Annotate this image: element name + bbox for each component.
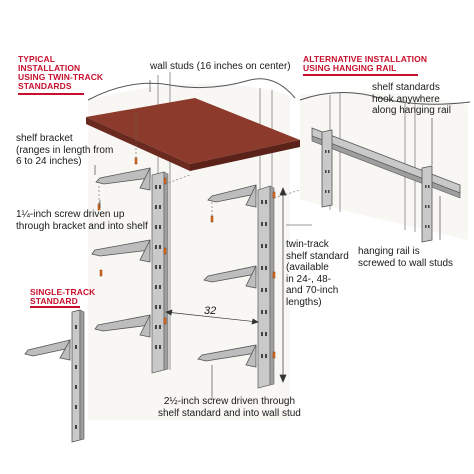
length-dimension [279,187,287,383]
single-track-standard [24,309,85,443]
typical-installation-header: TYPICAL INSTALLATION USING TWIN-TRACK ST… [18,54,104,91]
left-standard [151,171,169,374]
right-standard [257,185,275,389]
screw-guides [98,110,301,216]
label-leaders [94,80,312,400]
single-track-header-rule [30,306,80,308]
shelf-standards-hook-label: shelf standards hook anywhere along hang… [372,82,451,116]
alt-wall-top-edge [299,92,471,105]
alternative-header-rule [303,74,418,76]
screw-upper-label: 1¼-inch screw driven up through bracket … [16,209,148,232]
alternative-installation-header: ALTERNATIVE INSTALLATION USING HANGING R… [303,54,428,73]
shelf-bracket-label: shelf bracket (ranges in length from 6 t… [16,133,114,167]
twin-track-label: twin-track shelf standard (available in … [286,239,349,308]
left-brackets [91,167,151,338]
right-brackets [197,184,257,368]
dimension-line [165,309,259,325]
single-track-header: SINGLE-TRACK STANDARD [30,287,96,306]
shelf-board [86,98,300,171]
wall-studs-label: wall studs (16 inches on center) [150,61,291,72]
screw-lower-label: 2½-inch screw driven through shelf stand… [158,396,301,419]
screws [97,157,276,359]
dimension-32-label: 32 [204,305,217,317]
wall-top-edge [87,78,296,101]
hanging-rail-label: hanging rail is screwed to wall studs [358,246,454,269]
alt-standards [321,129,433,243]
wall-panel [88,83,290,421]
typical-header-rule [18,93,84,95]
